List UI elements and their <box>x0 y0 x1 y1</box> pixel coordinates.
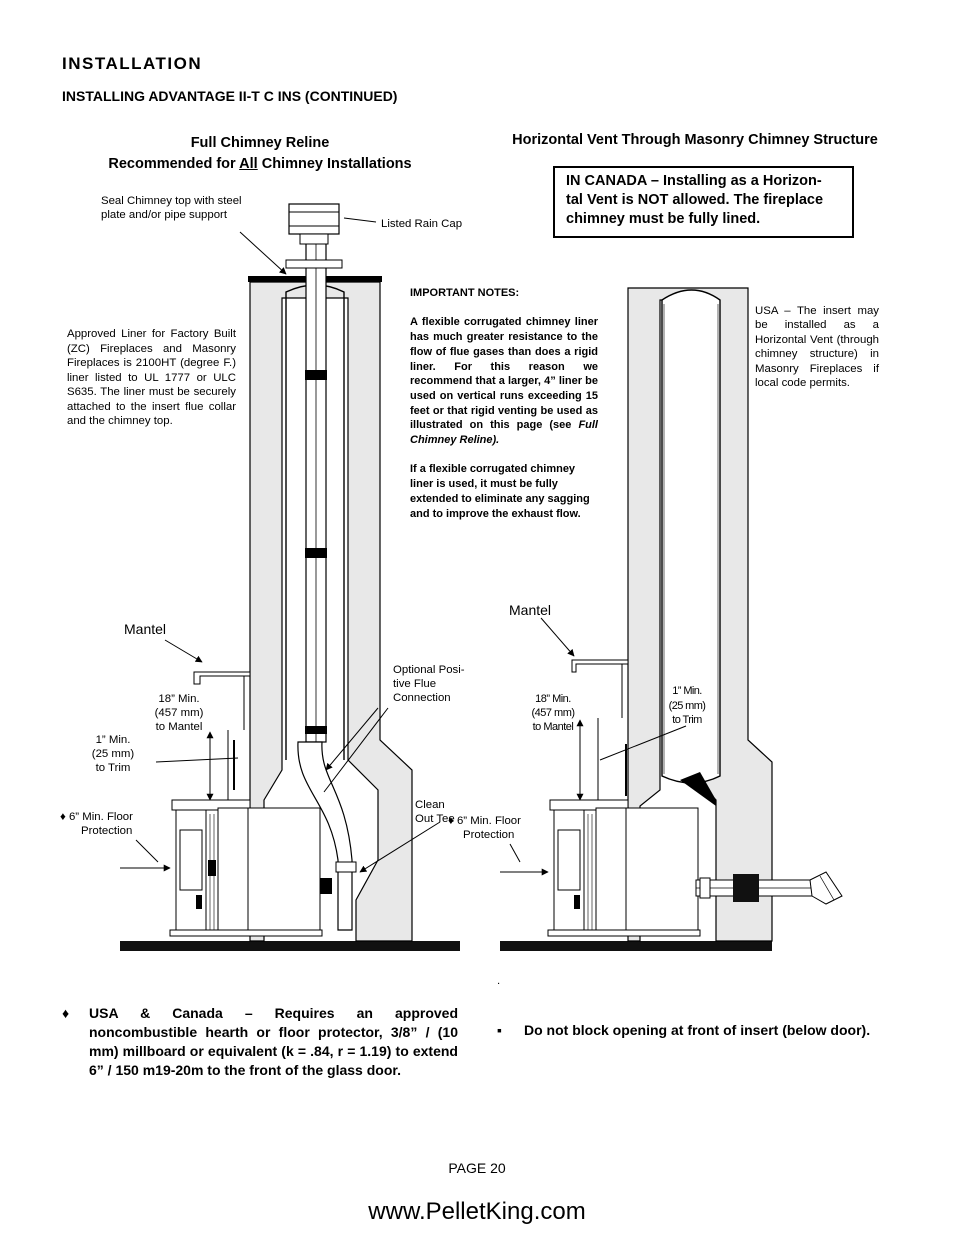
left-figure-title: Full Chimney Reline Recommended for All … <box>108 135 412 172</box>
left-rain-cap <box>288 203 340 235</box>
left-floor-protection: ♦ 6” Min. Floor Protection <box>60 811 133 837</box>
left-trim-clearance: 1” Min. (25 mm) to Trim <box>91 734 135 774</box>
usa-horizontal-note: USA – The insert may be installed as a H… <box>755 305 879 390</box>
do-not-block-bullet: ▪ Do not block opening at front of inser… <box>497 1022 871 1038</box>
liner-note: Approved Liner for Factory Built (ZC) Fi… <box>67 328 236 427</box>
page-number: PAGE 20 <box>448 1160 506 1176</box>
right-flue-tile <box>661 289 721 784</box>
optional-flue-label: Optional Posi- tive Flue Connection <box>393 664 465 704</box>
left-mantel-label: Mantel <box>124 621 167 637</box>
right-floor-protection: ♦ 6” Min. Floor Protection <box>448 815 521 841</box>
important-notes: IMPORTANT NOTES: A flexible corrugated c… <box>410 287 598 520</box>
square-bullet-icon: ▪ <box>497 1022 502 1038</box>
right-figure-title: Horizontal Vent Through Masonry Chimney … <box>512 132 878 148</box>
right-vent-elbow <box>809 871 843 905</box>
left-diagram <box>120 203 460 951</box>
section-heading: INSTALLATION <box>62 54 203 73</box>
left-mantel <box>193 671 251 685</box>
right-mantel-clearance: 18” Min. (457 mm) to Mantel <box>531 693 575 733</box>
canada-warning-box: IN CANADA – Installing as a Horizon- tal… <box>553 166 854 238</box>
left-mantel-clearance: 18” Min. (457 mm) to Mantel <box>154 693 204 733</box>
right-insert <box>547 799 701 937</box>
footer-url[interactable]: www.PelletKing.com <box>368 1198 586 1225</box>
hearth-requirement-bullet: ♦ USA & Canada – Requires an approved no… <box>62 1005 458 1078</box>
subsection-heading: INSTALLING ADVANTAGE II-T C INS (CONTINU… <box>62 88 398 104</box>
right-mantel <box>571 659 629 673</box>
rain-cap-label: Listed Rain Cap <box>381 218 463 230</box>
right-dot: . <box>497 975 501 987</box>
right-trim-clearance: 1” Min. (25 mm) to Trim <box>668 685 706 726</box>
right-floor <box>500 941 772 951</box>
diamond-bullet-icon: ♦ <box>62 1005 70 1021</box>
left-floor <box>120 941 460 951</box>
right-mantel-label: Mantel <box>509 602 552 618</box>
left-insert <box>169 799 323 937</box>
right-diagram <box>500 287 843 951</box>
clean-out-tee-label: Clean Out Tee <box>415 799 455 825</box>
seal-chimney-label: Seal Chimney top with steel plate and/or… <box>101 195 242 221</box>
